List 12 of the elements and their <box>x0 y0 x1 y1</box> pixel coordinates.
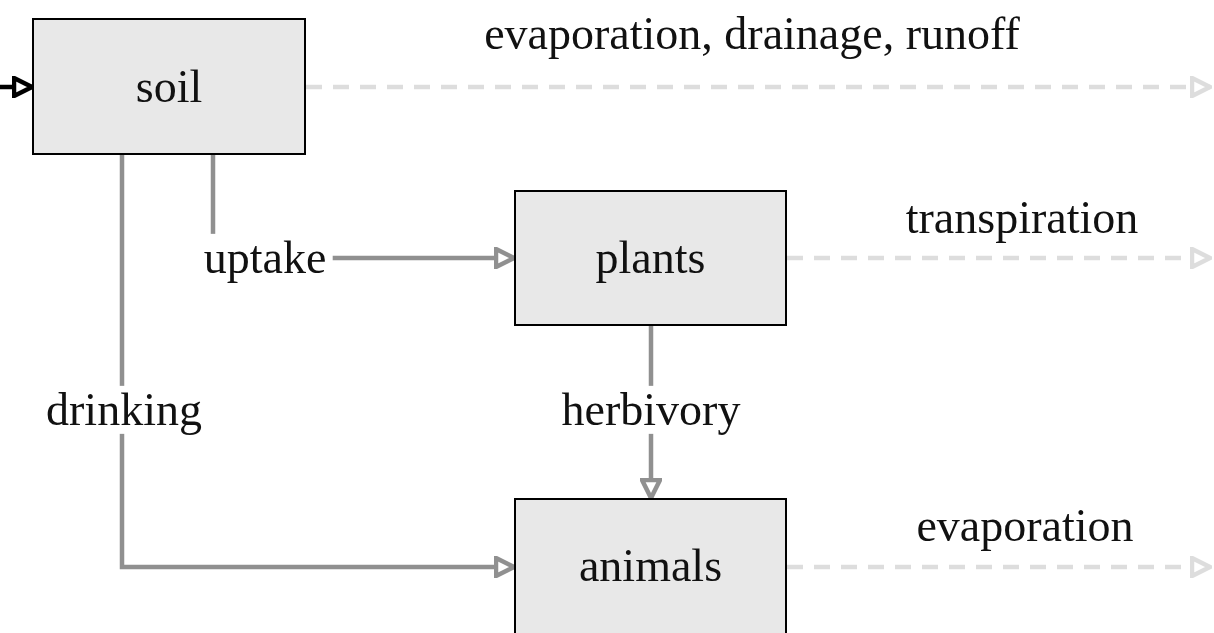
box-label: plants <box>595 235 706 281</box>
process-box <box>514 498 787 633</box>
edge-label: evaporation, drainage, runoff <box>483 9 1021 59</box>
edge-label: transpiration <box>904 193 1140 243</box>
edge-label: evaporation <box>915 501 1135 551</box>
dashed-arrow <box>787 555 1213 579</box>
box-label: animals <box>578 543 723 589</box>
process-box <box>514 190 787 326</box>
process-box <box>32 18 306 155</box>
box-label: soil <box>135 63 203 110</box>
dashed-arrow <box>306 75 1213 99</box>
dashed-arrow <box>787 246 1213 270</box>
